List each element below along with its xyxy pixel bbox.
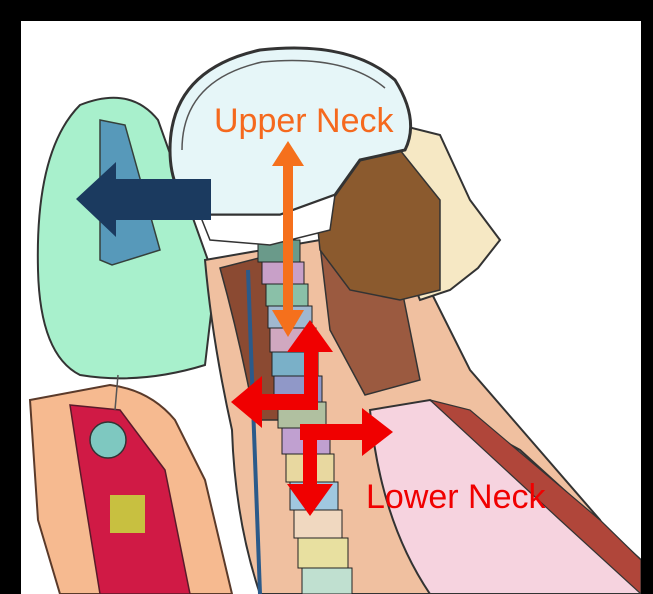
seat-inner-block: [110, 495, 145, 533]
diagram-frame: Upper Neck Lower Neck: [21, 21, 641, 594]
seat-inner-knob: [90, 422, 126, 458]
upper-neck-label: Upper Neck: [214, 104, 394, 138]
lower-neck-label: Lower Neck: [366, 480, 546, 514]
